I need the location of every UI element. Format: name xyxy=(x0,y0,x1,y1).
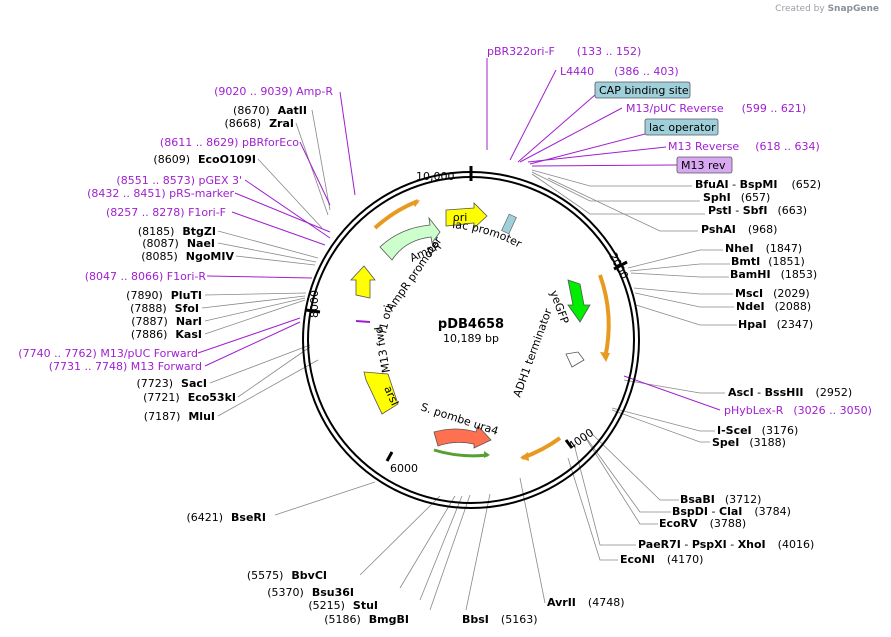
orf-arrow-1 xyxy=(373,199,419,230)
primer-f1ori-r: (8047 .. 8066) F1ori-R xyxy=(85,270,207,283)
site-spei: SpeI(3188) xyxy=(712,436,786,449)
snapgene-watermark: Created by SnapGene xyxy=(775,4,879,14)
site-i-scei: I-SceI(3176) xyxy=(717,424,798,437)
site-saci: (7723)SacI xyxy=(136,377,207,390)
enzyme-labels-right: BfuAI - BspMI(652) SphI(657) PstI - SbfI… xyxy=(547,178,852,609)
site-pshai: PshAI(968) xyxy=(701,223,777,236)
site-bfuai: BfuAI - BspMI(652) xyxy=(695,178,821,191)
yegfp-feature xyxy=(567,279,591,323)
site-eco53ki: (7721)Eco53kI xyxy=(143,391,236,404)
plasmid-size: 10,189 bp xyxy=(443,332,499,345)
lacop-label: lac operator xyxy=(649,121,716,134)
site-kasi: (7886)KasI xyxy=(131,328,202,341)
site-pluti: (7890)PluTI xyxy=(126,289,202,302)
ars1-feature xyxy=(363,371,399,415)
site-ecorv: EcoRV(3788) xyxy=(659,517,746,530)
site-ecoo109i: (8609)EcoO109I xyxy=(153,153,256,166)
site-bspdi: BspDI - ClaI(3784) xyxy=(672,505,791,518)
site-btgzi: (8185)BtgZI xyxy=(138,225,216,238)
ampr-feature xyxy=(379,216,441,261)
m13fwd-label: M13 fwd xyxy=(372,326,393,374)
tick-label-10000: 10,000 xyxy=(416,170,455,183)
tick-marks xyxy=(305,166,628,462)
site-bbvci: (5575)BbvCI xyxy=(247,569,327,582)
adh1-feature xyxy=(565,351,585,368)
ura4-orf xyxy=(433,448,489,458)
site-nhei: NheI(1847) xyxy=(725,242,802,255)
orf-arrow-2 xyxy=(598,274,611,359)
primer-pbr322orif: pBR322ori-F(133 .. 152) xyxy=(487,45,641,58)
enzyme-labels-left: (8670)AatII (8668)ZraI (8609)EcoO109I (8… xyxy=(126,104,537,626)
cap-box xyxy=(594,81,691,99)
site-bamhi: BamHI(1853) xyxy=(730,268,817,281)
site-sphi: SphI(657) xyxy=(703,191,770,204)
primer-mark xyxy=(355,320,371,323)
primer-m13puc-reverse: M13/pUC Reverse(599 .. 621) xyxy=(626,102,806,115)
site-paer7i: PaeR7I - PspXI - XhoI(4016) xyxy=(638,538,814,551)
primer-pgex3: (8551 .. 8573) pGEX 3' xyxy=(116,174,242,187)
primer-pbrforeco: (8611 .. 8629) pBRforEco xyxy=(160,136,299,149)
leader-lines-left xyxy=(201,109,331,417)
cap-label: CAP binding site xyxy=(599,84,689,97)
primer-labels: pBR322ori-F(133 .. 152) L4440(386 .. 403… xyxy=(18,45,872,417)
site-bmti: BmtI(1851) xyxy=(731,255,805,268)
tick-label-8000: 8000 xyxy=(308,290,321,318)
site-stui: (5215)StuI xyxy=(308,599,378,612)
site-bsabi: BsaBI(3712) xyxy=(680,493,761,506)
primer-amp-r: (9020 .. 9039) Amp-R xyxy=(214,85,333,98)
site-zrai: (8668)ZraI xyxy=(225,117,295,130)
site-bbsi: BbsI(5163) xyxy=(462,613,537,626)
site-bsu36i: (5370)Bsu36I xyxy=(267,586,354,599)
site-sfoi: (7888)SfoI xyxy=(130,302,199,315)
site-nari: (7887)NarI xyxy=(131,315,202,328)
m13rev-label: M13 rev xyxy=(681,159,726,172)
site-ndei: NdeI(2088) xyxy=(736,300,811,313)
f1ori-label: f1 ori xyxy=(376,304,395,335)
site-ngomiv: (8085)NgoMIV xyxy=(141,250,234,263)
lac-operator-mark xyxy=(501,213,517,235)
primer-lines xyxy=(197,58,721,411)
site-bmgbi: (5186)BmgBI xyxy=(324,613,409,626)
ori-feature xyxy=(445,202,488,229)
ori-label: ori xyxy=(453,211,467,224)
primer-m13-forward: (7731 .. 7748) M13 Forward xyxy=(49,360,202,373)
primer-l4440: L4440(386 .. 403) xyxy=(560,65,679,78)
lacop-box xyxy=(644,118,719,136)
tick-label-2000: 2000 xyxy=(606,251,631,282)
site-msci: MscI(2029) xyxy=(735,287,810,300)
site-asci: AscI - BssHII(2952) xyxy=(728,386,852,399)
f1ori-feature xyxy=(350,265,376,299)
leader-lines xyxy=(274,169,737,611)
plasmid-name: pDB4658 xyxy=(438,317,504,332)
site-avrii: AvrII(4748) xyxy=(547,596,624,609)
site-psti: PstI - SbfI(663) xyxy=(708,204,807,217)
site-bseri: (6421)BseRI xyxy=(186,511,266,524)
site-aatii: (8670)AatII xyxy=(233,104,307,117)
ura4-feature xyxy=(433,425,492,449)
primer-m13puc-forward: (7740 .. 7762) M13/pUC Forward xyxy=(18,347,198,360)
tick-label-6000: 6000 xyxy=(390,462,418,475)
m13rev-box xyxy=(676,156,733,174)
adh1-label: ADH1 terminator xyxy=(511,307,555,399)
primer-f1ori-f: (8257 .. 8278) F1ori-F xyxy=(106,206,226,219)
site-hpai: HpaI(2347) xyxy=(738,318,813,331)
primer-prs-marker: (8432 .. 8451) pRS-marker xyxy=(87,187,234,200)
primer-phyblex-r: pHybLex-R(3026 .. 3050) xyxy=(724,404,872,417)
site-econi: EcoNI(4170) xyxy=(620,553,703,566)
site-mlui: (7187)MluI xyxy=(144,410,215,423)
primer-m13-reverse: M13 Reverse(618 .. 634) xyxy=(668,140,820,153)
site-naei: (8087)NaeI xyxy=(142,237,215,250)
